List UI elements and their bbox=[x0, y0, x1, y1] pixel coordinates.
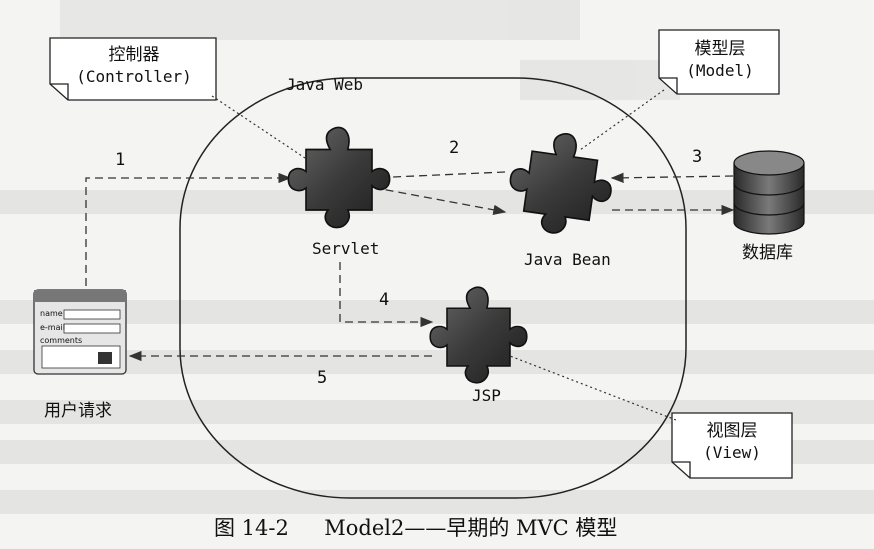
step-3-label: 3 bbox=[692, 147, 703, 167]
background-watermark bbox=[0, 0, 874, 514]
arrow-step-2a bbox=[359, 184, 507, 215]
model-note-title: 模型层 bbox=[694, 39, 746, 59]
step-2-label: 2 bbox=[449, 138, 460, 158]
java-web-label: Java Web bbox=[286, 75, 364, 94]
controller-connector bbox=[211, 95, 306, 159]
figure-number: 图 14-2 bbox=[214, 516, 289, 540]
java-web-container bbox=[179, 77, 687, 499]
model-note-text: 模型层 (Model) bbox=[662, 38, 778, 82]
form-email-label: e-mail bbox=[40, 323, 65, 332]
step-1-label: 1 bbox=[115, 150, 126, 170]
user-form-icon bbox=[33, 289, 127, 375]
step-5-label: 5 bbox=[317, 368, 328, 388]
view-note-title: 视图层 bbox=[706, 421, 758, 441]
javabean-puzzle-icon bbox=[503, 126, 619, 241]
servlet-label: Servlet bbox=[312, 239, 380, 258]
view-note-text: 视图层 (View) bbox=[674, 420, 790, 464]
flow-arrows bbox=[85, 171, 735, 362]
arrow-step-4 bbox=[339, 262, 434, 328]
figure-title: Model2——早期的 MVC 模型 bbox=[324, 516, 618, 540]
database-label: 数据库 bbox=[742, 243, 793, 263]
database-icon bbox=[733, 150, 805, 235]
arrow-step-1 bbox=[85, 172, 292, 325]
model-note-subtitle: (Model) bbox=[686, 61, 754, 80]
jsp-label: JSP bbox=[472, 386, 501, 405]
model-note bbox=[658, 29, 780, 95]
controller-note bbox=[49, 37, 217, 101]
user-request-label: 用户请求 bbox=[44, 401, 112, 421]
figure-caption: 图 14-2 Model2——早期的 MVC 模型 bbox=[214, 512, 617, 542]
view-note bbox=[671, 412, 793, 479]
arrow-step-3b bbox=[610, 172, 734, 184]
model-connector bbox=[579, 89, 665, 151]
step-4-label: 4 bbox=[379, 290, 390, 310]
form-name-label: name bbox=[40, 309, 63, 318]
form-comments-label: comments bbox=[40, 336, 83, 345]
controller-note-text: 控制器 (Controller) bbox=[52, 44, 216, 88]
view-note-subtitle: (View) bbox=[703, 443, 761, 462]
arrow-step-2b bbox=[368, 171, 506, 183]
javabean-label: Java Bean bbox=[524, 250, 611, 269]
controller-note-subtitle: (Controller) bbox=[76, 67, 192, 86]
controller-note-title: 控制器 bbox=[108, 45, 160, 65]
